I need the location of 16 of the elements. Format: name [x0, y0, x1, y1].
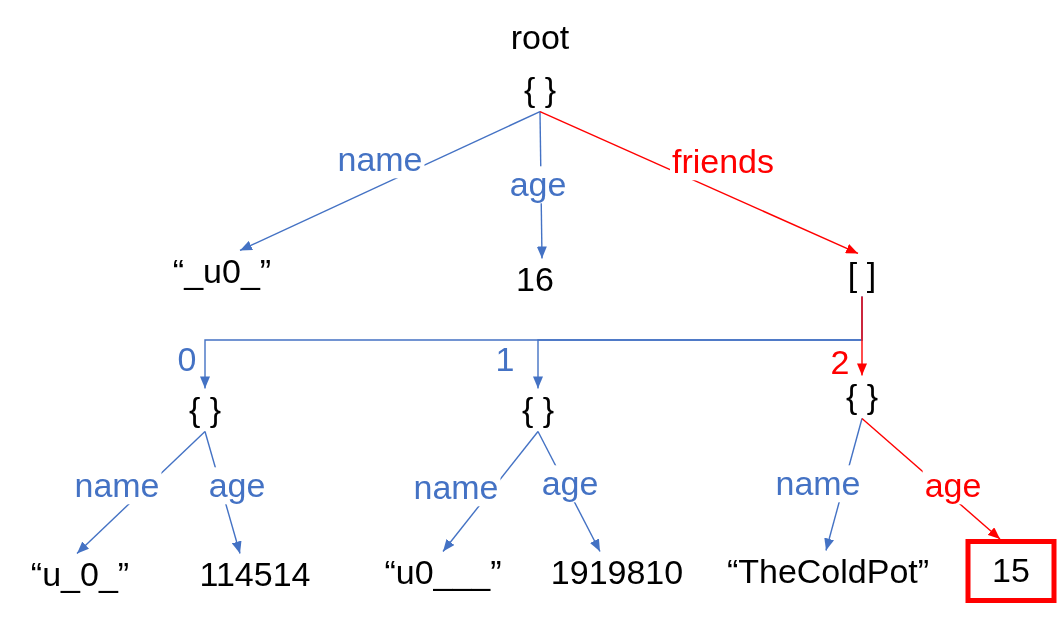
string-value-text: “_u0_”: [169, 250, 275, 294]
string-value-text: “u_0_”: [27, 553, 133, 597]
arrow: [857, 295, 867, 377]
arrow: [539, 110, 859, 255]
string-value-text: “u0___”: [381, 551, 505, 595]
string-value-text: “TheColdPot”: [723, 550, 933, 594]
arrow: [239, 110, 541, 252]
object-braces: { }: [518, 388, 558, 432]
number-value-text: 114514: [196, 553, 314, 597]
array-brackets: [ ]: [844, 253, 880, 297]
object-braces: { }: [185, 388, 225, 432]
number-value-text: 1919810: [547, 551, 687, 595]
number-value-text: 16: [513, 258, 557, 302]
node-caption: root: [510, 18, 570, 58]
object-braces: { }: [520, 68, 560, 112]
highlighted-value-box: 15: [965, 539, 1057, 603]
